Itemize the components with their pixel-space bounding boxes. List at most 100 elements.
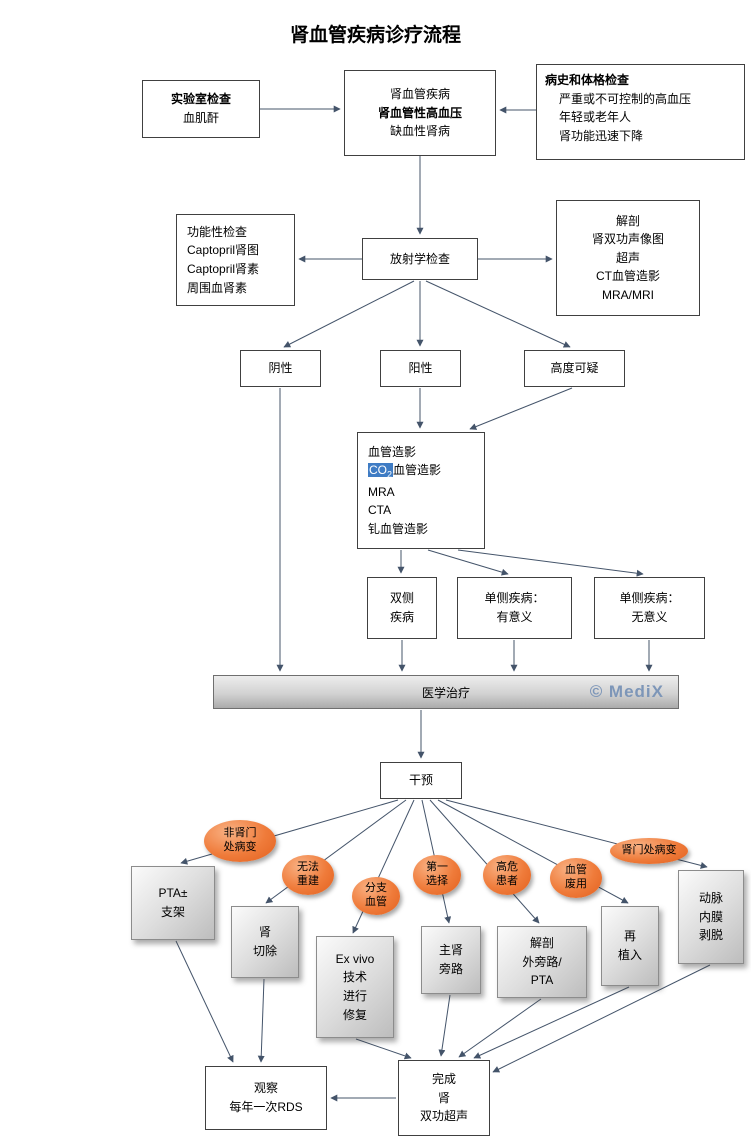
text-line: 功能性检查: [187, 224, 248, 239]
text-line: MRA: [368, 484, 395, 499]
ellipse-non-hilar-lesion: 非肾门 处病变: [204, 820, 276, 862]
text-line: 解剖: [615, 213, 640, 228]
text-line: 切除: [252, 944, 277, 958]
text-line-co2: CO2血管造影: [368, 463, 442, 480]
node-unilateral-significant: 单侧疾病： 有意义: [457, 577, 572, 639]
node-endarterectomy: 动脉 内膜 剥脱: [678, 870, 744, 964]
node-reimplantation: 再 植入: [601, 906, 659, 986]
text-line: 医学治疗: [421, 685, 470, 700]
text-line: 有意义: [496, 610, 533, 624]
text-line: 无意义: [631, 610, 668, 624]
text-line: 旁路: [438, 962, 463, 976]
text-line: 肾血管疾病: [389, 87, 450, 102]
medix-watermark: © MediX: [589, 682, 664, 701]
text-line: 内膜: [698, 909, 723, 924]
text-line: 分支: [365, 882, 387, 895]
text-line: 高度可疑: [550, 361, 599, 376]
text-line: 主肾: [438, 943, 463, 958]
text-line: 再: [623, 929, 636, 944]
text-line: 年轻或老年人: [559, 110, 632, 125]
text-line: 单侧疾病：: [619, 591, 680, 606]
text-line: PTA±: [158, 886, 188, 901]
node-main-renal-bypass: 主肾 旁路: [421, 926, 481, 994]
text-line: 放射学检查: [389, 251, 450, 266]
text-line: Captopril肾图: [187, 243, 260, 258]
text-line: 进行: [342, 989, 367, 1003]
node-suspect: 高度可疑: [524, 350, 625, 387]
node-functional: 功能性检查 Captopril肾图 Captopril肾素 周围血肾素: [176, 214, 295, 306]
node-history: 病史和体格检查 严重或不可控制的高血压 年轻或老年人 肾功能迅速下降: [536, 64, 745, 160]
node-complete-duplex: 完成 肾 双功超声: [398, 1060, 490, 1136]
text-line: 单侧疾病：: [484, 591, 545, 606]
text-line: Ex vivo: [335, 951, 375, 966]
text-line: 钆血管造影: [368, 521, 429, 536]
page-title: 肾血管疾病诊疗流程: [289, 25, 461, 46]
text-line: 植入: [617, 948, 642, 962]
text-line: 血管: [365, 896, 387, 908]
text-line: 重建: [297, 875, 319, 887]
node-anatomic-extra-bypass-pta: 解剖 外旁路/ PTA: [497, 926, 587, 998]
text-line: 阴性: [268, 361, 293, 376]
node-lab-title: 实验室检查: [170, 92, 231, 107]
text-line: 第一: [426, 861, 448, 874]
text-line: 修复: [342, 1007, 367, 1022]
node-ex-vivo-repair: Ex vivo 技术 进行 修复: [316, 936, 394, 1038]
node-lab-line: 血肌酐: [182, 111, 219, 125]
text-line: 无法: [297, 861, 319, 874]
text-line: 血管: [565, 864, 587, 877]
node-intervention: 干预: [380, 762, 462, 799]
text-line: 高危: [496, 861, 518, 874]
text-line: 血管造影: [368, 444, 417, 459]
ellipse-cannot-reconstruct: 无法 重建: [282, 855, 334, 895]
text-line: MRA/MRI: [602, 287, 654, 302]
node-lab: 实验室检查 血肌酐: [142, 80, 260, 138]
node-negative: 阴性: [240, 350, 321, 387]
text-line: 非肾门: [223, 827, 257, 840]
text-line: 周围血肾素: [187, 280, 248, 295]
text-line: Captopril肾素: [187, 262, 260, 276]
node-unilateral-insignificant: 单侧疾病： 无意义: [594, 577, 705, 639]
text-line: 肾: [437, 1090, 450, 1105]
text-line: 废用: [565, 878, 587, 890]
ellipse-high-risk-patient: 高危 患者: [483, 855, 531, 895]
text-line: 阳性: [408, 361, 433, 376]
text-line: 观察: [253, 1081, 278, 1096]
text-line: 完成: [431, 1072, 456, 1087]
text-line: 肾功能迅速下降: [559, 128, 644, 143]
node-observe-annual-rds: 观察 每年一次RDS: [205, 1066, 327, 1130]
node-pta-stent: PTA± 支架: [131, 866, 215, 940]
text-line: 肾: [258, 925, 271, 940]
text-line: 肾血管性高血压: [377, 105, 462, 120]
text-line: 缺血性肾病: [389, 124, 450, 139]
text-line: 技术: [342, 970, 367, 985]
node-anatomy: 解剖 肾双功声像图 超声 CT血管造影 MRA/MRI: [556, 200, 700, 316]
text-line: 剥脱: [698, 928, 723, 943]
node-bilateral: 双侧 疾病: [367, 577, 437, 639]
node-medical-treatment-bar: 医学治疗 © MediX: [213, 675, 679, 709]
text-line: CT血管造影: [596, 269, 660, 284]
ellipse-hilar-lesion: 肾门处病变: [610, 838, 688, 864]
text-line: 双侧: [389, 591, 414, 606]
text-line: 严重或不可控制的高血压: [559, 91, 692, 106]
text-line: 疾病: [389, 610, 414, 624]
ellipse-first-choice: 第一 选择: [413, 855, 461, 895]
text-line: 动脉: [698, 891, 723, 906]
text-line: 外旁路/: [522, 954, 562, 969]
text-line: 处病变: [223, 841, 257, 853]
text-line: 支架: [160, 905, 185, 919]
co2-highlight: CO2: [368, 463, 394, 480]
text-line: 解剖: [529, 936, 554, 951]
text-line: 患者: [496, 875, 518, 887]
text-line: 干预: [408, 773, 433, 788]
text-line: 每年一次RDS: [229, 1100, 303, 1114]
text-line: PTA: [530, 973, 554, 988]
text-line: 双功超声: [419, 1109, 468, 1124]
node-nephrectomy: 肾 切除: [231, 906, 299, 978]
text-line: CTA: [368, 503, 392, 518]
node-positive: 阳性: [380, 350, 461, 387]
node-angiography: 血管造影 CO2血管造影 MRA CTA 钆血管造影: [357, 432, 485, 549]
ellipse-vessel-disuse: 血管 废用: [550, 858, 602, 898]
node-main-disease: 肾血管疾病 肾血管性高血压 缺血性肾病: [344, 70, 496, 156]
text-line: 选择: [426, 875, 448, 887]
